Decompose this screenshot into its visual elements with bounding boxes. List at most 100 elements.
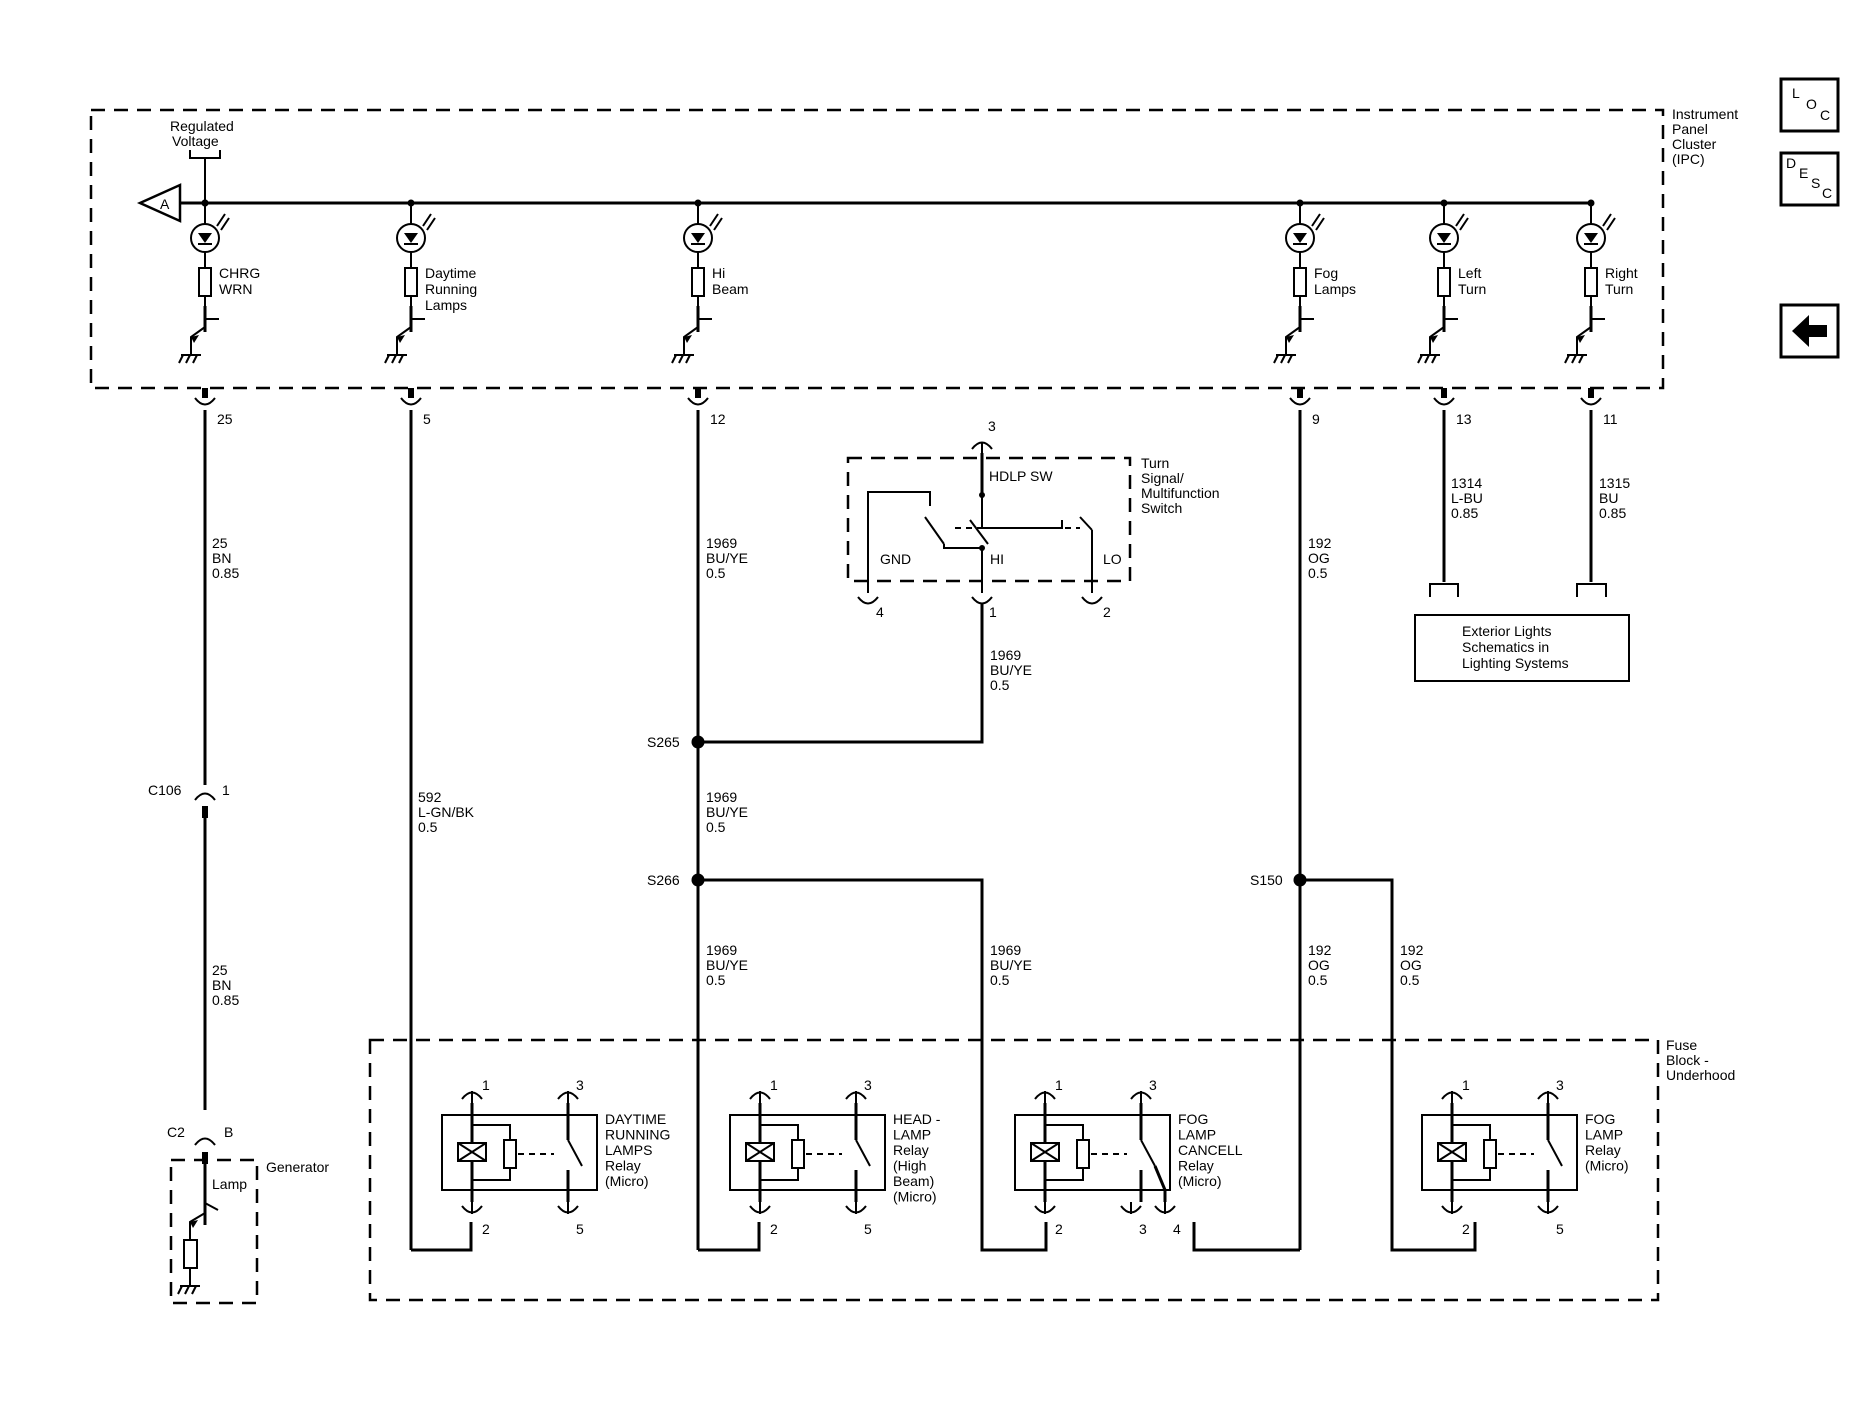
relay-label: LAMP [893,1127,931,1143]
svg-text:1: 1 [989,604,997,620]
svg-text:S266: S266 [647,872,680,888]
relay-pin: 5 [864,1221,872,1237]
svg-text:Panel: Panel [1672,121,1708,137]
svg-text:3: 3 [988,418,996,434]
lamp-label: Running [425,281,477,297]
svg-text:Fuse: Fuse [1666,1037,1697,1053]
connector-pin: 12 [710,411,726,427]
relay-label: (Micro) [893,1189,937,1205]
svg-text:1315: 1315 [1599,475,1630,491]
back-button[interactable] [1779,303,1840,359]
svg-text:S: S [1811,175,1820,191]
lamp-label: WRN [219,281,252,297]
svg-text:0.85: 0.85 [1451,505,1478,521]
relay-label: Relay [605,1158,641,1174]
svg-text:OG: OG [1308,957,1330,973]
turn-signal-switch: Turn Signal/ Multifunction Switch 3 HDLP… [846,418,1220,620]
svg-text:Cluster: Cluster [1672,136,1717,152]
connector-pin: 25 [217,411,233,427]
relay-label: (Micro) [1178,1173,1222,1189]
svg-text:A: A [160,196,170,212]
relay-pin: 1 [1462,1077,1470,1093]
svg-text:592: 592 [418,789,442,805]
relay-pin: 2 [770,1221,778,1237]
svg-text:1: 1 [222,782,230,798]
loc-button[interactable]: L O C [1779,77,1840,133]
svg-text:S150: S150 [1250,872,1283,888]
svg-text:Underhood: Underhood [1666,1067,1735,1083]
relay-pin: 2 [482,1221,490,1237]
svg-text:0.5: 0.5 [706,972,726,988]
relay-label: LAMPS [605,1142,652,1158]
svg-text:Signal/: Signal/ [1141,470,1184,486]
svg-text:L: L [1792,85,1800,101]
regulated-voltage: Regulated Voltage [170,118,234,203]
svg-text:Instrument: Instrument [1672,106,1738,122]
lamp-label: Fog [1314,265,1338,281]
relay-label: (Micro) [605,1173,649,1189]
svg-text:1969: 1969 [706,942,737,958]
svg-text:(IPC): (IPC) [1672,151,1705,167]
lamp-label: CHRG [219,265,260,281]
relay-pin: 3 [1556,1077,1564,1093]
relay-pin: 1 [482,1077,490,1093]
lamp-label: Lamps [1314,281,1356,297]
svg-text:2: 2 [1103,604,1111,620]
connector-pin: 13 [1456,411,1472,427]
svg-text:0.5: 0.5 [1400,972,1420,988]
diode-resistor-icon [791,1139,805,1169]
svg-text:0.5: 0.5 [990,972,1010,988]
svg-text:OG: OG [1308,550,1330,566]
svg-text:C106: C106 [148,782,182,798]
svg-text:Switch: Switch [1141,500,1182,516]
svg-text:4: 4 [876,604,884,620]
relay-label: FOG [1585,1111,1615,1127]
lamp-label: Right [1605,265,1638,281]
svg-text:BN: BN [212,550,231,566]
relay-label: DAYTIME [605,1111,666,1127]
lamp-label: Lamps [425,297,467,313]
resistor-icon [404,267,418,297]
svg-text:Voltage: Voltage [172,133,219,149]
svg-text:0.85: 0.85 [212,992,239,1008]
resistor-icon [1584,267,1598,297]
desc-button[interactable]: D E S C [1779,151,1840,207]
ipc-lamp-circuits: CHRGWRN25DaytimeRunningLamps5HiBeam12Fog… [178,199,1638,427]
relay-label: Relay [1178,1158,1214,1174]
relay-pin: 2 [1462,1221,1470,1237]
relay-pin: 1 [1055,1077,1063,1093]
svg-text:0.5: 0.5 [1308,565,1328,581]
svg-text:0.85: 0.85 [212,565,239,581]
connector-pin: 5 [423,411,431,427]
svg-text:BN: BN [212,977,231,993]
svg-text:1969: 1969 [990,942,1021,958]
svg-text:D: D [1786,155,1796,171]
svg-text:Turn: Turn [1141,455,1169,471]
relay-label: (High [893,1158,926,1174]
svg-text:0.5: 0.5 [1308,972,1328,988]
diode-resistor-icon [1076,1139,1090,1169]
svg-text:BU/YE: BU/YE [706,550,748,566]
lamp-label: Daytime [425,265,477,281]
svg-text:Exterior Lights: Exterior Lights [1462,623,1551,639]
resistor-icon [198,267,212,297]
diode-resistor-icon [1483,1139,1497,1169]
svg-text:Lamp: Lamp [212,1176,247,1192]
svg-text:192: 192 [1308,535,1332,551]
ipc-title: Instrument Panel Cluster (IPC) [1672,106,1738,167]
svg-text:0.85: 0.85 [1599,505,1626,521]
